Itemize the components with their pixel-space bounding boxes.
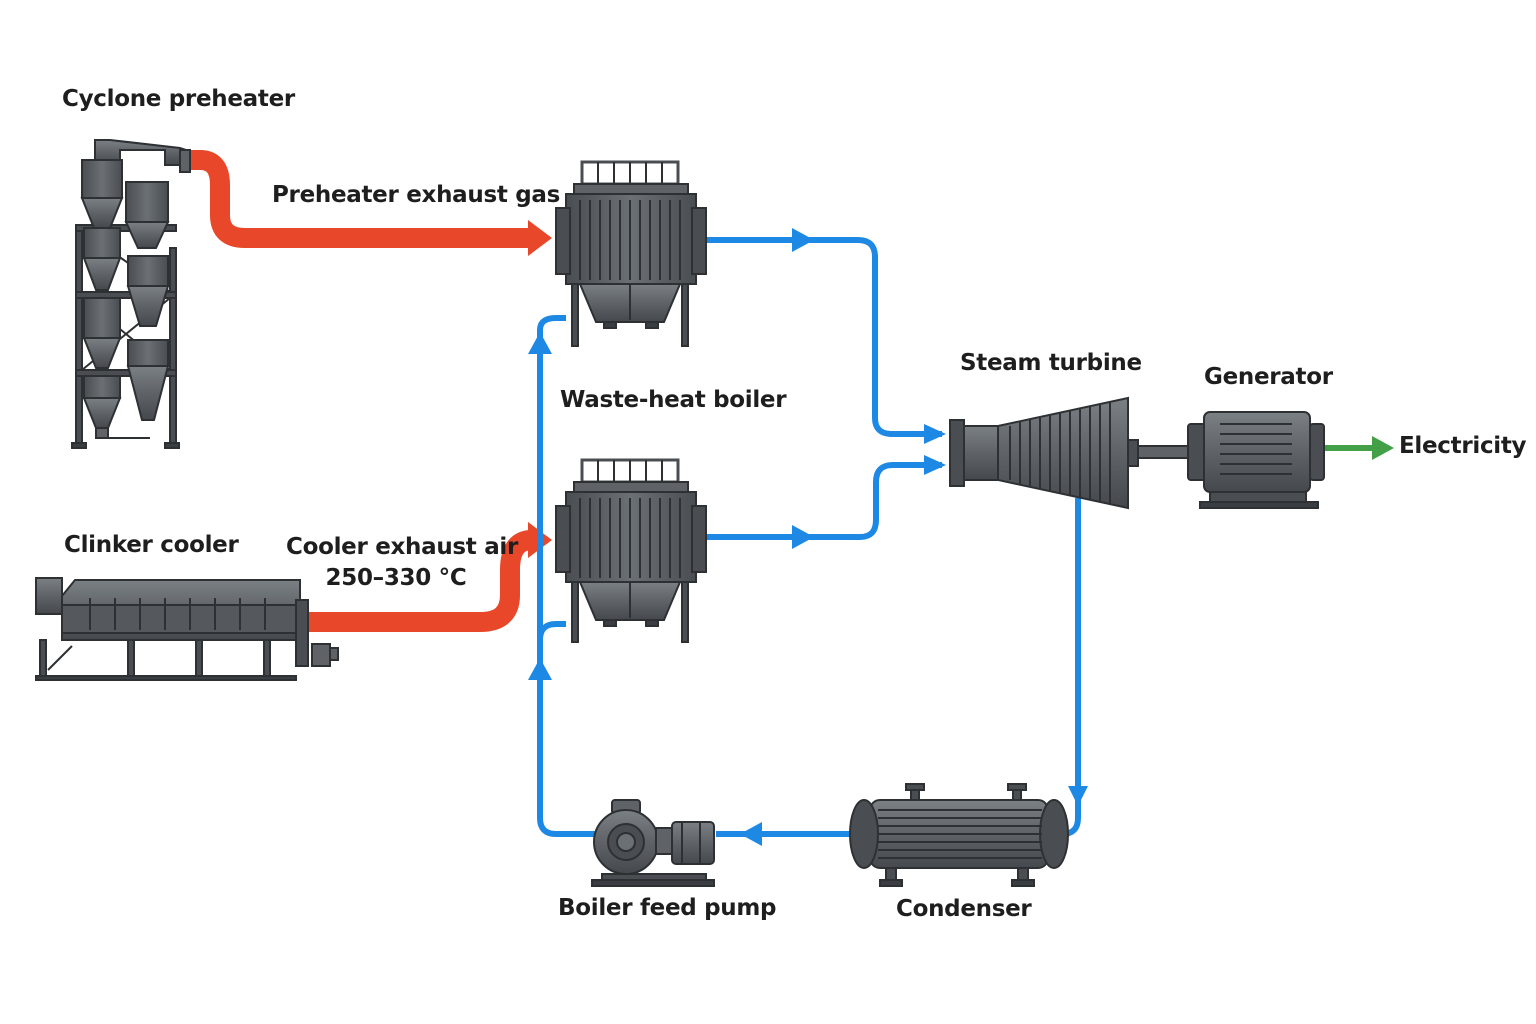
waste-heat-boiler-upper-icon [555, 160, 707, 347]
steam-turbine-icon [949, 396, 1189, 510]
flow-arrow [792, 228, 814, 252]
cyclone-preheater-label: Cyclone preheater [62, 86, 295, 112]
steam-turbine-label: Steam turbine [960, 350, 1142, 376]
generator-label: Generator [1204, 364, 1333, 390]
electricity-line [1325, 436, 1394, 460]
boiler-feed-pump-icon [591, 799, 715, 887]
flow-arrow [1068, 786, 1088, 806]
condenser-label: Condenser [896, 896, 1032, 922]
exhaust-steam-line [1061, 498, 1081, 837]
flow-arrow [528, 658, 552, 680]
cooler-exhaust-air-temperature: 250–330 °C [325, 565, 467, 591]
boiler-feed-pump-label: Boiler feed pump [558, 895, 777, 921]
flow-arrow [528, 332, 552, 354]
flow-arrow [924, 455, 946, 475]
waste-heat-boiler-lower-icon [555, 458, 707, 643]
condenser-icon [849, 783, 1069, 887]
steam-line-lower [704, 462, 942, 540]
preheater-exhaust-gas-pipe [186, 150, 552, 256]
feedwater-line [537, 315, 596, 837]
flow-arrow [924, 424, 946, 444]
waste-heat-boiler-label: Waste-heat boiler [560, 387, 787, 413]
cyclone-preheater-icon [71, 139, 191, 449]
clinker-cooler-icon [35, 577, 339, 681]
flow-arrow [740, 822, 762, 846]
preheater-exhaust-gas-label: Preheater exhaust gas [272, 182, 561, 208]
generator-icon [1187, 411, 1325, 509]
electricity-label: Electricity [1399, 433, 1527, 459]
steam-line-upper [704, 237, 942, 437]
cooler-exhaust-air-label: Cooler exhaust air [286, 534, 519, 560]
clinker-cooler-label: Clinker cooler [64, 532, 239, 558]
flow-arrow [792, 525, 814, 549]
